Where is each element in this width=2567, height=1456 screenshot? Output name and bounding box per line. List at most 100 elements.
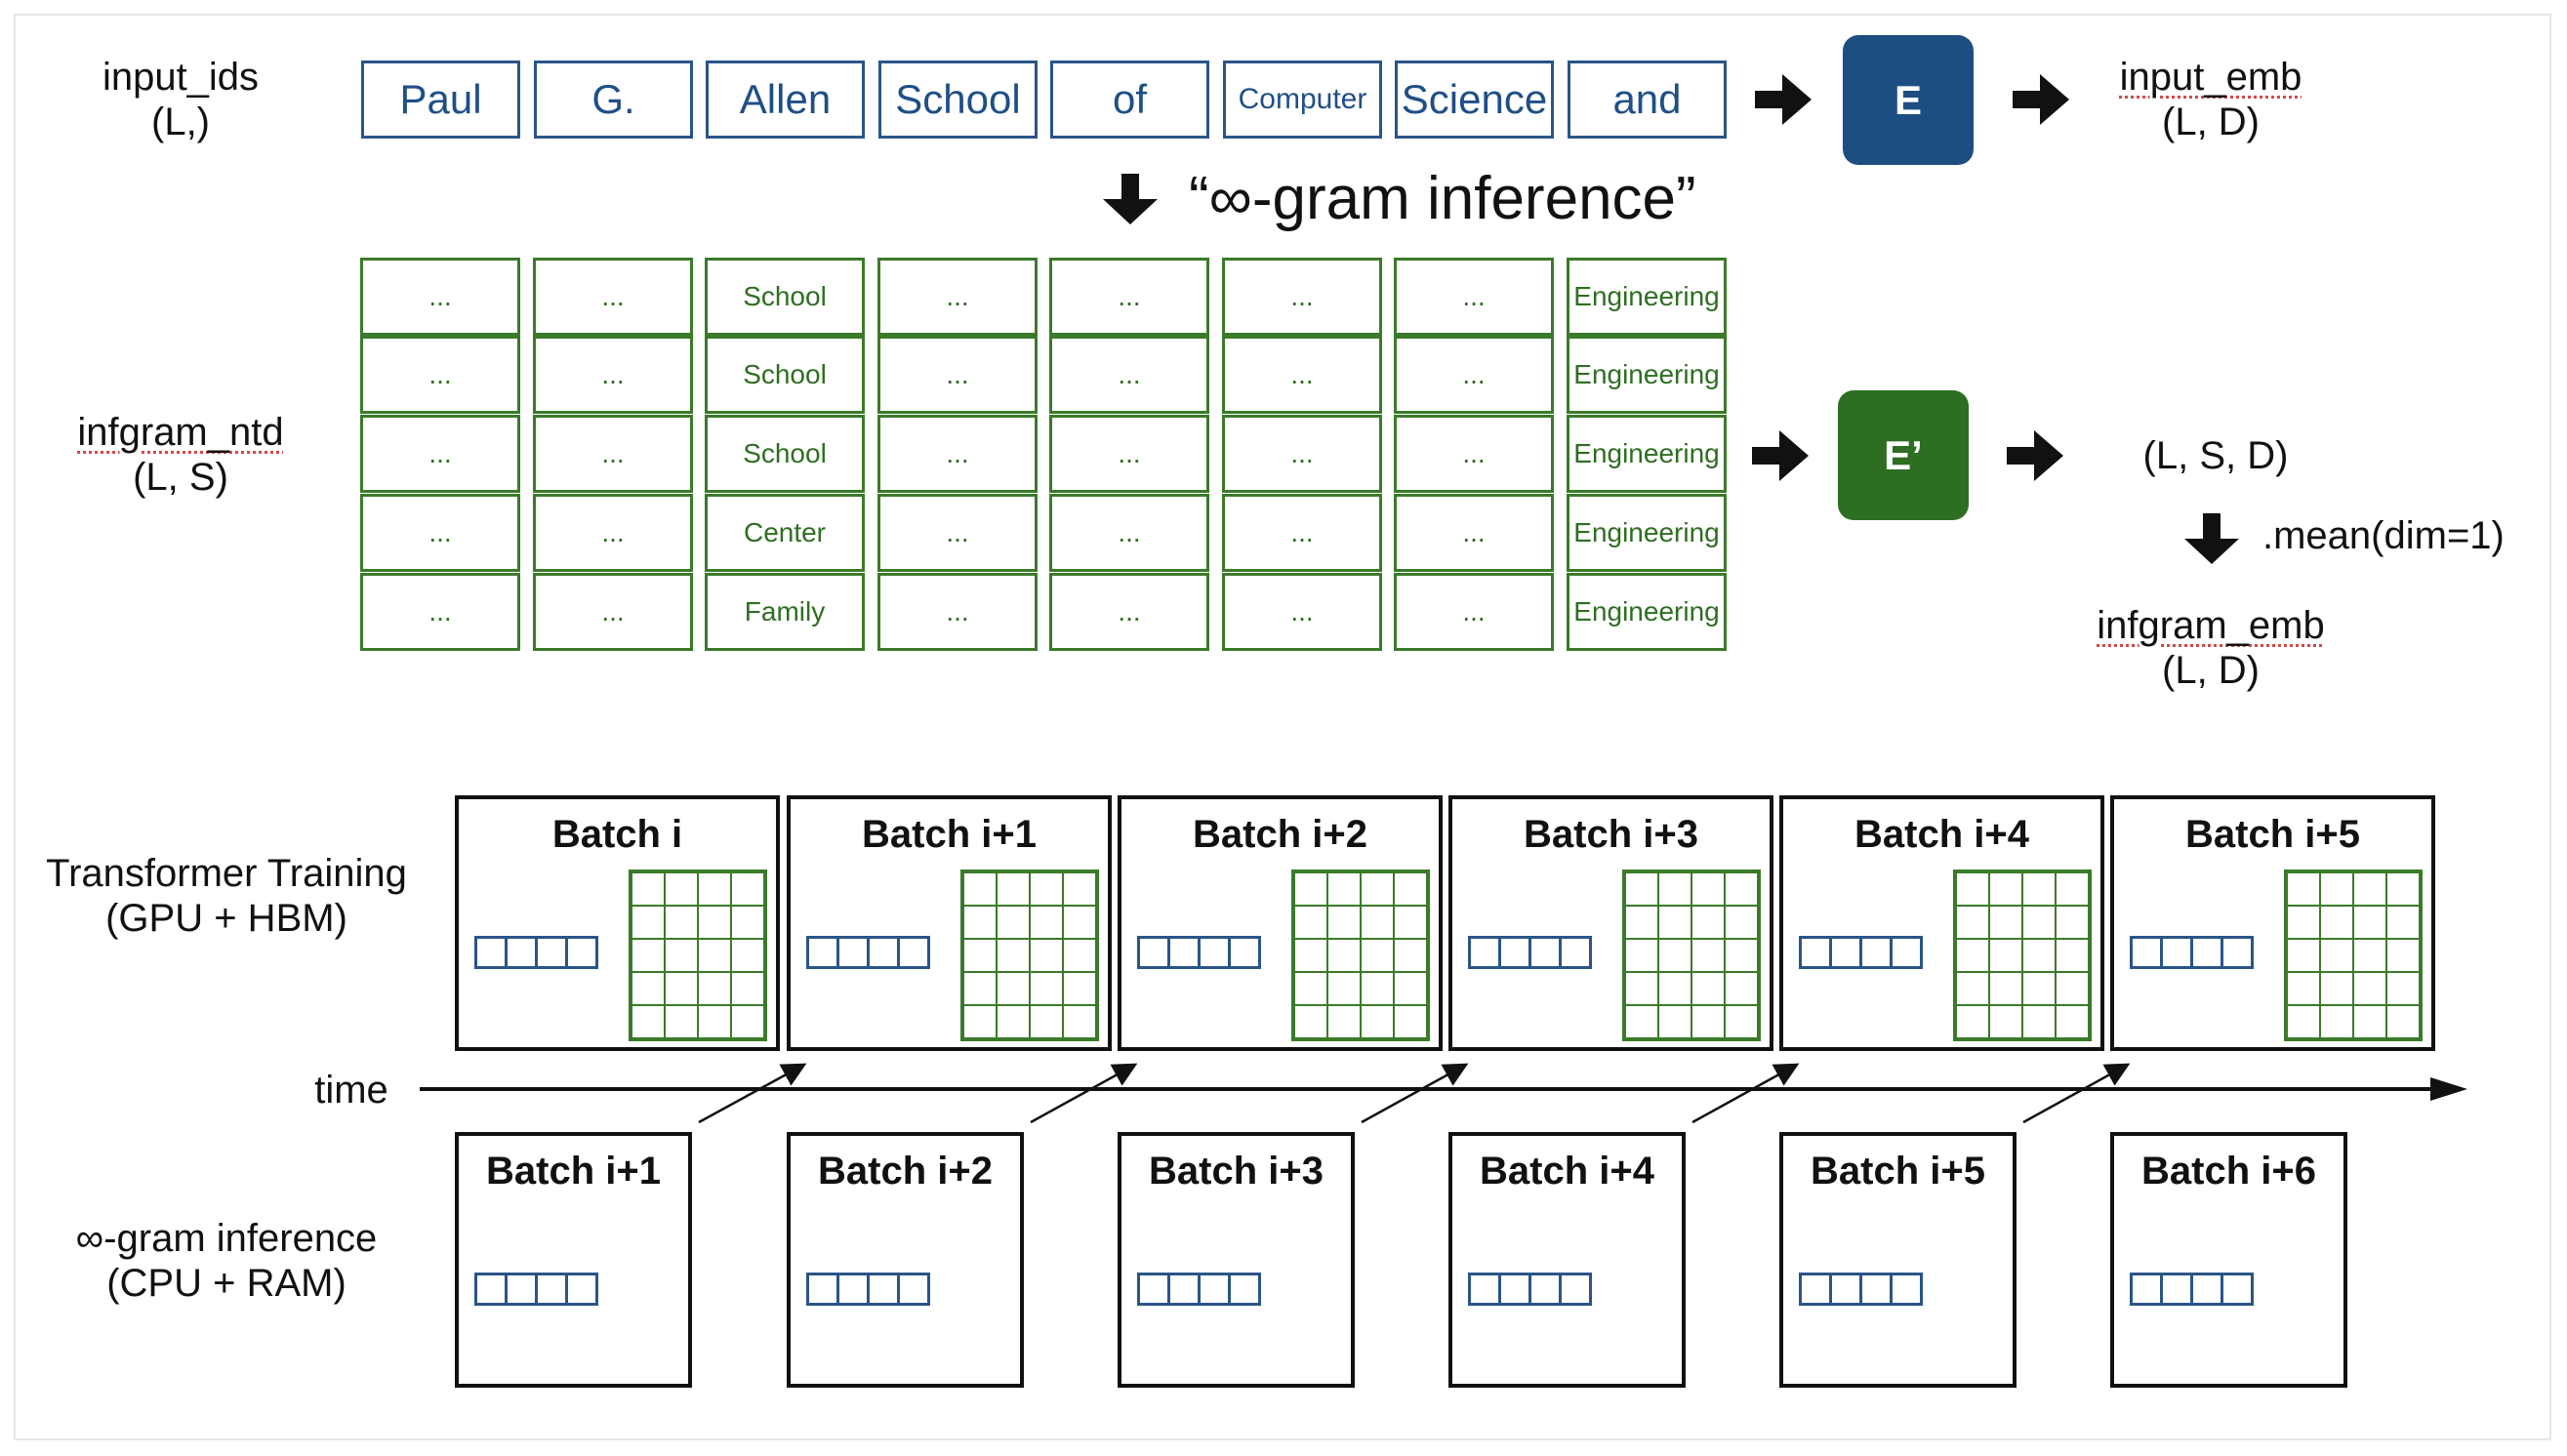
token-ids-mini <box>474 1273 598 1306</box>
slide-frame <box>14 14 2551 1440</box>
token-ids-mini <box>2130 936 2254 969</box>
ntd-cell: ... <box>360 573 520 651</box>
token-ids-mini <box>806 1273 930 1306</box>
batch-title: Batch i+5 <box>2185 813 2360 856</box>
batch-title: Batch i+2 <box>1193 813 1367 856</box>
arrow-right-icon <box>2007 430 2063 481</box>
batch-title: Batch i+1 <box>862 813 1037 856</box>
ntd-cell: ... <box>1394 573 1554 651</box>
token-ids-mini <box>1799 936 1923 969</box>
batch-title: Batch i <box>551 813 683 856</box>
handoff-arrow <box>2022 1063 2131 1124</box>
ntd-cell: ... <box>1222 258 1382 336</box>
input-token: of <box>1050 61 1209 139</box>
arrow-down-icon <box>1103 174 1158 224</box>
ntd-cell: ... <box>1394 494 1554 572</box>
ntd-cell: ... <box>877 258 1038 336</box>
mean-op-label: .mean(dim=1) <box>2262 514 2505 557</box>
ntd-cell: Engineering <box>1567 336 1727 414</box>
ntd-cell: ... <box>1222 336 1382 414</box>
ntd-cell: ... <box>1394 336 1554 414</box>
ntd-mini-grid <box>629 870 767 1041</box>
token-ids-mini <box>474 936 598 969</box>
ntd-cell: School <box>705 258 865 336</box>
training-batch-box: Batch i+5 <box>2110 795 2435 1051</box>
ntd-cell: ... <box>360 336 520 414</box>
arrow-right-icon <box>1752 430 1809 481</box>
transformer-training-label: Transformer Training (GPU + HBM) <box>46 852 407 940</box>
ntd-cell: ... <box>1222 573 1382 651</box>
ntd-cell: ... <box>533 258 693 336</box>
ntd-mini-grid <box>1622 870 1761 1041</box>
ntd-cell: ... <box>1394 258 1554 336</box>
input-token: Allen <box>706 61 865 139</box>
batch-title: Batch i+1 <box>486 1150 661 1193</box>
ntd-cell: ... <box>1049 415 1209 493</box>
arrow-right-icon <box>2013 74 2069 125</box>
ntd-cell: Engineering <box>1567 573 1727 651</box>
ntd-mini-grid <box>1953 870 2092 1041</box>
ntd-cell: ... <box>533 494 693 572</box>
handoff-arrows <box>698 1063 2131 1124</box>
handoff-arrow <box>698 1063 807 1124</box>
ntd-cell: ... <box>1049 258 1209 336</box>
ntd-mini-grid <box>1291 870 1430 1041</box>
ntd-mini-grid <box>2284 870 2423 1041</box>
batch-title: Batch i+3 <box>1149 1150 1324 1193</box>
inference-batch-box: Batch i+5 <box>1779 1132 2017 1388</box>
input-ids-label: input_ids (L,) <box>102 56 260 143</box>
token-ids-mini <box>1137 936 1261 969</box>
inference-batch-box: Batch i+2 <box>787 1132 1024 1388</box>
ntd-cell: ... <box>1049 336 1209 414</box>
token-ids-mini <box>2130 1273 2254 1306</box>
token-ids-mini <box>1799 1273 1923 1306</box>
infgram-ntd-label: infgram_ntd (L, S) <box>77 411 284 499</box>
ntd-cell: ... <box>360 494 520 572</box>
token-ids-mini <box>1468 1273 1592 1306</box>
token-ids-mini <box>806 936 930 969</box>
ntd-cell: Center <box>705 494 865 572</box>
ntd-cell: ... <box>533 573 693 651</box>
inference-batch-box: Batch i+4 <box>1448 1132 1686 1388</box>
training-batch-box: Batch i <box>455 795 780 1051</box>
ntd-cell: ... <box>1222 415 1382 493</box>
handoff-arrow <box>1361 1063 1469 1124</box>
ntd-cell: ... <box>1394 415 1554 493</box>
input-token: Computer <box>1223 61 1382 139</box>
encoder-e-prime-box: E’ <box>1838 390 1969 520</box>
inference-batch-box: Batch i+6 <box>2110 1132 2347 1388</box>
ntd-cell: ... <box>877 415 1038 493</box>
ntd-cell: Engineering <box>1567 258 1727 336</box>
input-token: G. <box>534 61 693 139</box>
ntd-cell: ... <box>877 494 1038 572</box>
ntd-cell: ... <box>877 573 1038 651</box>
input-token: Science <box>1395 61 1554 139</box>
ntd-cell: ... <box>360 258 520 336</box>
batch-title: Batch i+4 <box>1854 813 2029 856</box>
ntd-cell: ... <box>533 415 693 493</box>
handoff-arrow <box>1030 1063 1138 1124</box>
ntd-cell: ... <box>533 336 693 414</box>
lsd-shape-label: (L, S, D) <box>2142 434 2289 477</box>
ntd-cell: Family <box>705 573 865 651</box>
input-token: and <box>1568 61 1727 139</box>
batch-title: Batch i+6 <box>2141 1150 2316 1193</box>
ntd-cell: ... <box>1222 494 1382 572</box>
time-label: time <box>314 1069 388 1112</box>
arrow-down-icon <box>2184 513 2239 564</box>
arrow-right-icon <box>1755 74 1812 125</box>
encoder-e-box: E <box>1843 35 1974 165</box>
inference-batch-box: Batch i+3 <box>1118 1132 1355 1388</box>
ntd-cell: ... <box>877 336 1038 414</box>
training-batch-box: Batch i+3 <box>1448 795 1773 1051</box>
ntd-cell: School <box>705 336 865 414</box>
batch-title: Batch i+3 <box>1524 813 1698 856</box>
batch-title: Batch i+2 <box>818 1150 993 1193</box>
batch-title: Batch i+4 <box>1480 1150 1654 1193</box>
training-batch-box: Batch i+1 <box>787 795 1112 1051</box>
token-ids-mini <box>1468 936 1592 969</box>
token-ids-mini <box>1137 1273 1261 1306</box>
inference-caption: “∞-gram inference” <box>1189 165 1696 232</box>
ntd-cell: ... <box>360 415 520 493</box>
